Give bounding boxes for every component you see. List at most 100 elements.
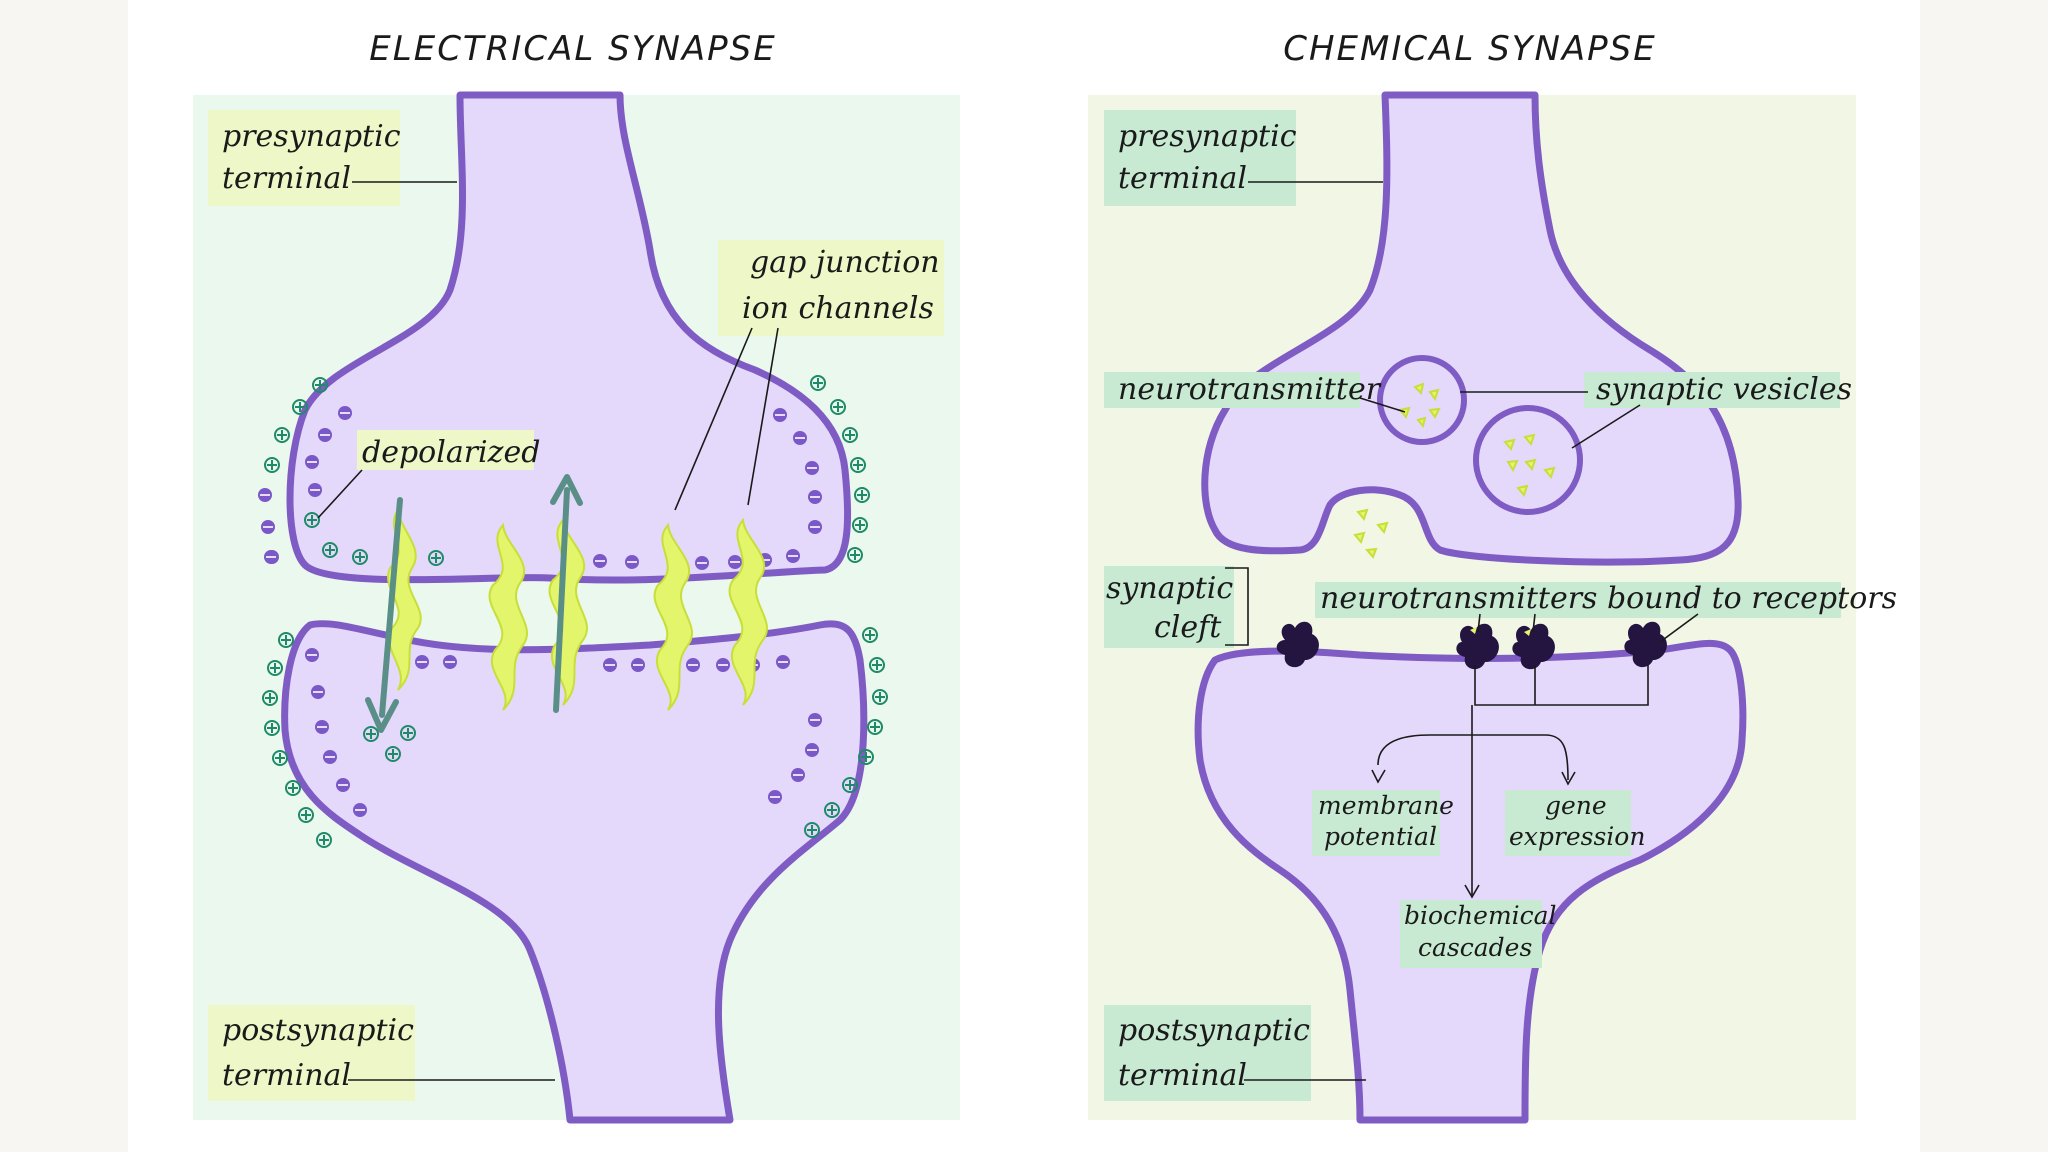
positive-ion-icon (804, 822, 820, 838)
presynaptic-label-box (208, 110, 400, 206)
membrane-potential-label-box (1312, 790, 1440, 856)
positive-ion-icon (869, 657, 885, 673)
negative-ion-icon (336, 778, 350, 792)
positive-ion-icon (872, 689, 888, 705)
negative-ion-icon (308, 483, 322, 497)
gap-junction-label-2: ion channels (742, 291, 934, 326)
chemical-synapse-title: CHEMICAL SYNAPSE (1283, 29, 1657, 69)
gap-junction-label-1: gap junction (750, 245, 940, 280)
neurotransmitter-icon (1398, 382, 1441, 429)
membrane-potential-label-1: membrane (1318, 791, 1454, 820)
negative-ion-icon (786, 549, 800, 563)
negative-ion-icon (773, 408, 787, 422)
negative-ion-icon (716, 658, 730, 672)
positive-ion-icon (400, 725, 416, 741)
negative-ion-icon (631, 658, 645, 672)
positive-ion-icon (867, 719, 883, 735)
negative-ion-icon (338, 406, 352, 420)
positive-ion-icon (264, 457, 280, 473)
gap-junction-channel-icon (488, 522, 528, 711)
gap-junction-channels (387, 507, 768, 711)
synaptic-cleft-label-2: cleft (1154, 610, 1222, 645)
negative-ion-icon (791, 768, 805, 782)
synaptic-cleft-label-box (1104, 566, 1234, 648)
positive-ion-icon (428, 550, 444, 566)
arrow-down-icon (1464, 884, 1480, 899)
electrical-presynaptic-label-1: presynaptic (222, 119, 401, 154)
gap-junction-label-box (718, 240, 944, 336)
positive-ion-icon (304, 512, 320, 528)
arrow-down-icon (365, 497, 403, 733)
negative-ion-icon (625, 555, 639, 569)
postsynaptic-label-box (208, 1005, 415, 1101)
vesicle-icon (1377, 355, 1467, 445)
positive-ion-icon (854, 487, 870, 503)
negative-ion-icon (415, 655, 429, 669)
neurotransmitter-label-box (1104, 372, 1360, 408)
positive-ion-icon (264, 720, 280, 736)
positive-ion-icon (274, 427, 290, 443)
chemical-postsynaptic-label-1: postsynaptic (1118, 1013, 1310, 1048)
chemical-presynaptic-label-2: terminal (1118, 161, 1247, 196)
negative-ion-icon (318, 428, 332, 442)
positive-ion-icon (312, 377, 328, 393)
positive-ion-icon (316, 832, 332, 848)
leader-line (747, 327, 779, 506)
receptor-icon (1624, 621, 1667, 668)
positive-ion-icon (858, 749, 874, 765)
negative-ion-icon (768, 790, 782, 804)
negative-ion-icon (315, 720, 329, 734)
positive-ion-icon (862, 627, 878, 643)
cleft-bracket (1225, 567, 1249, 646)
synaptic-vesicles-label: synaptic vesicles (1596, 372, 1852, 407)
negative-ion-icon (728, 555, 742, 569)
positive-ion-icon (278, 632, 294, 648)
electrical-synapse-panel: ELECTRICAL SYNAPSE (193, 29, 960, 1124)
biochemical-cascades-label-1: biochemical (1404, 901, 1557, 930)
arrow-down-icon (1561, 771, 1576, 786)
negative-ion-icon (323, 750, 337, 764)
bound-receptors-label: neurotransmitters bound to receptors (1320, 581, 1897, 616)
positive-ion-icon (850, 457, 866, 473)
arrow-down-icon (1371, 769, 1386, 784)
positive-ion-icon (810, 375, 826, 391)
positive-ion-icon (363, 726, 379, 742)
positive-ion-icon (298, 807, 314, 823)
positive-ion-icon (285, 780, 301, 796)
positive-ion-icon (267, 660, 283, 676)
positive-ion-icon (385, 746, 401, 762)
negative-ion-icon (264, 550, 278, 564)
bound-receptors-label-box (1315, 582, 1841, 618)
negative-ion-icon (353, 803, 367, 817)
membrane-potential-label-2: potential (1324, 822, 1437, 851)
chemical-synapse-panel: CHEMICAL SYNAPSE (1088, 29, 1897, 1124)
leader-line (1571, 404, 1641, 449)
gap-junction-channel-icon (387, 507, 422, 691)
signaling-pathway (1371, 665, 1649, 899)
negative-ion-icon (808, 713, 822, 727)
chemical-presynaptic-terminal (1201, 91, 1742, 566)
positive-ion-icon (852, 517, 868, 533)
leader-line (1359, 397, 1406, 413)
positive-ion-icon (847, 547, 863, 563)
positive-ion-icon (322, 542, 338, 558)
negative-ion-icon (805, 743, 819, 757)
negative-ion-icon (311, 685, 325, 699)
electrical-postsynaptic-terminal (281, 620, 868, 1124)
chemical-presynaptic-label-1: presynaptic (1118, 119, 1297, 154)
leader-line (674, 327, 753, 511)
negative-ion-icon (808, 520, 822, 534)
positive-ion-icon (262, 690, 278, 706)
receptor-icon (1512, 623, 1555, 670)
neurotransmitter-icon (1503, 433, 1556, 497)
positive-ion-icon (352, 549, 368, 565)
receptor-icon (1456, 623, 1499, 670)
negative-ion-icon (603, 658, 617, 672)
arrow-up-icon (550, 474, 583, 713)
neurotransmitter-label: neurotransmitter (1118, 372, 1382, 407)
gap-junction-channel-icon (728, 517, 768, 706)
negative-ion-icon (793, 431, 807, 445)
positive-ions-group (262, 375, 888, 848)
